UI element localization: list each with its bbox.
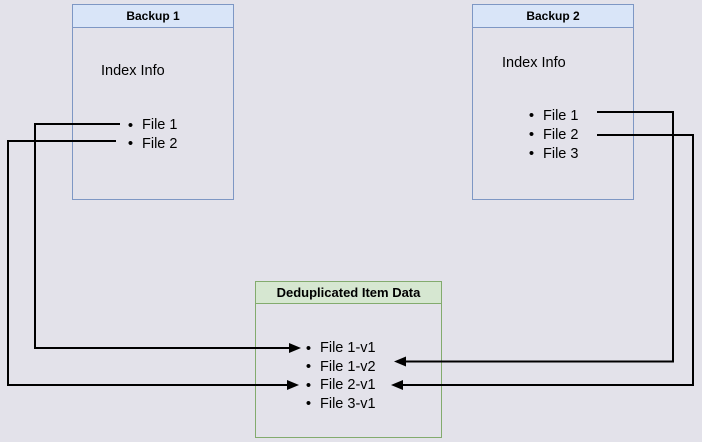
file-label: File 2 bbox=[543, 126, 579, 143]
list-item: File 2 bbox=[526, 125, 578, 144]
dedup-title: Deduplicated Item Data bbox=[276, 285, 421, 300]
item-label: File 1-v1 bbox=[320, 340, 376, 357]
backup2-header: Backup 2 bbox=[473, 5, 633, 28]
backup2-box: Backup 2 Index Info File 1 File 2 File 3 bbox=[472, 4, 634, 200]
backup1-index-info-label: Index Info bbox=[101, 63, 165, 79]
list-item: File 1 bbox=[526, 106, 578, 125]
item-label: File 3-v1 bbox=[320, 395, 376, 412]
backup1-title: Backup 1 bbox=[126, 9, 180, 23]
item-label: File 1-v2 bbox=[320, 358, 376, 375]
list-item: File 1-v1 bbox=[303, 339, 376, 358]
dedup-item-list: File 1-v1 File 1-v2 File 2-v1 File 3-v1 bbox=[303, 339, 376, 413]
file-label: File 1 bbox=[543, 107, 579, 124]
file-label: File 3 bbox=[543, 145, 579, 162]
list-item: File 2 bbox=[125, 135, 177, 154]
dedup-box: Deduplicated Item Data File 1-v1 File 1-… bbox=[255, 281, 442, 438]
list-item: File 1 bbox=[125, 116, 177, 135]
item-label: File 2-v1 bbox=[320, 377, 376, 394]
backup1-box: Backup 1 Index Info File 1 File 2 bbox=[72, 4, 234, 200]
file-label: File 2 bbox=[142, 135, 178, 152]
list-item: File 2-v1 bbox=[303, 376, 376, 395]
backup1-file-list: File 1 File 2 bbox=[125, 116, 177, 153]
list-item: File 1-v2 bbox=[303, 358, 376, 377]
file-label: File 1 bbox=[142, 117, 178, 134]
backup2-file-list: File 1 File 2 File 3 bbox=[526, 106, 578, 163]
list-item: File 3 bbox=[526, 144, 578, 163]
list-item: File 3-v1 bbox=[303, 395, 376, 414]
backup2-index-info-label: Index Info bbox=[502, 55, 566, 71]
dedup-header: Deduplicated Item Data bbox=[256, 282, 441, 304]
backup1-header: Backup 1 bbox=[73, 5, 233, 28]
backup2-title: Backup 2 bbox=[526, 9, 580, 23]
